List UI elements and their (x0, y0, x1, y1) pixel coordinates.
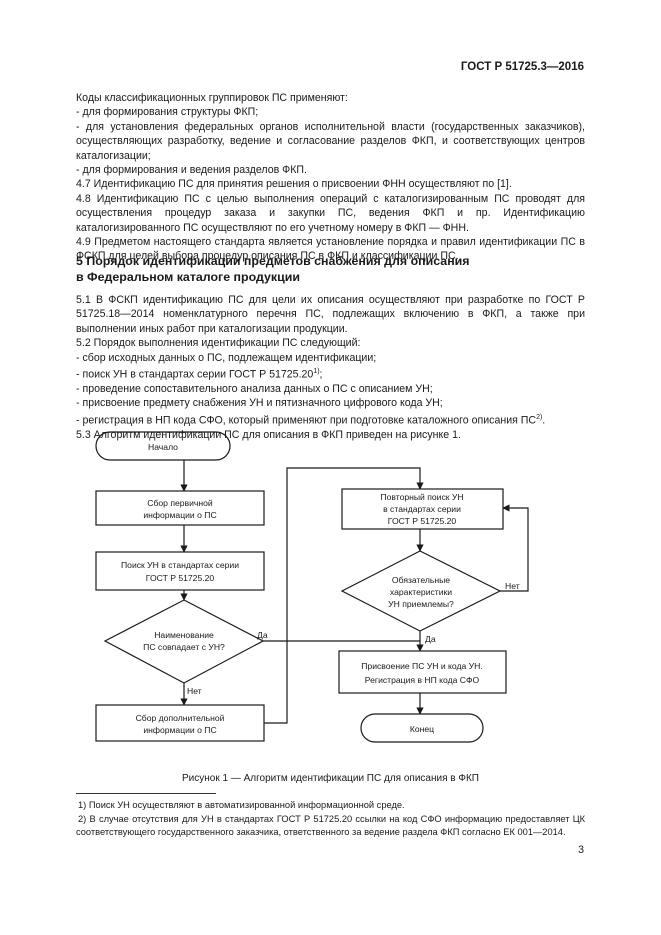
yes-label: Да (257, 630, 268, 640)
no-label: Нет (187, 686, 202, 696)
heading-line: в Федеральном каталоге продукции (76, 270, 300, 284)
list-item: - регистрация в НП кода СФО, который при… (76, 411, 585, 428)
list-item: - для формирования структуры ФКП; (76, 106, 259, 119)
paragraph: 4.9 Предметом настоящего стандарта являе… (76, 236, 585, 263)
start-label: Начало (148, 442, 178, 452)
decision-name-line2: ПС совпадает с УН? (143, 642, 225, 652)
heading-line: 5 Порядок идентификации предметов снабже… (76, 254, 470, 268)
footnote-rule (76, 793, 216, 794)
assign-line1: Присвоение ПС УН и кода УН. (361, 661, 483, 671)
collect-primary-box (95, 490, 265, 526)
footnote-text: Поиск УН осуществляют в автоматизированн… (88, 800, 405, 810)
arrow-no (500, 504, 529, 592)
end-label: Конец (410, 724, 434, 734)
start-terminator (95, 431, 231, 461)
footnote-2: 2) В случае отсутствия для УН в стандарт… (76, 813, 585, 839)
assign-line2: Регистрация в НП кода СФО (365, 675, 480, 685)
collect-additional-line1: Сбор дополнительной (136, 713, 225, 723)
section-text: 5.1 В ФСКП идентификацию ПС для цели их … (76, 293, 585, 442)
list-item: - поиск УН в стандартах серии ГОСТ Р 517… (76, 365, 585, 382)
paragraph: 5.1 В ФСКП идентификацию ПС для цели их … (76, 294, 585, 335)
figure-caption: Рисунок 1 — Алгоритм идентификации ПС дл… (182, 773, 479, 784)
collect-primary-line2: информации о ПС (143, 510, 216, 520)
assign-box (338, 650, 507, 694)
list-item-text: - поиск УН в стандартах серии ГОСТ Р 517… (76, 368, 314, 381)
paragraph: Коды классификационных группировок ПС пр… (76, 92, 348, 104)
arrow-loop (264, 467, 424, 724)
search-un-line2: ГОСТ Р 51725.20 (146, 573, 215, 583)
list-item: - проведение сопоставительного анализа д… (76, 382, 433, 395)
intro-text: Коды классификационных группировок ПС пр… (76, 91, 585, 264)
collect-additional-line2: информации о ПС (143, 725, 216, 735)
list-item-end: ; (319, 368, 323, 381)
footnote-text: В случае отсутствия для УН в стандартах … (76, 814, 585, 837)
decision-mandatory-line2: характеристики (390, 587, 452, 597)
collect-additional-box (95, 704, 265, 742)
yes-label-2: Да (425, 634, 436, 644)
footnote-mark: 2) (78, 814, 87, 824)
footnote-ref: 2) (536, 413, 543, 421)
footnote-1: 1) Поиск УН осуществляют в автоматизиров… (76, 799, 585, 812)
list-item: - для установления федеральных органов и… (76, 120, 585, 162)
page-number: 3 (578, 844, 584, 856)
list-item-end: . (542, 414, 546, 427)
decision-mandatory-line1: Обязательные (392, 575, 450, 585)
repeat-search-line2: в стандартах серии (383, 504, 461, 514)
decision-mandatory-line3: УН приемлемы? (388, 599, 454, 609)
list-item: - для формирования и ведения разделов ФК… (76, 164, 307, 177)
paragraph: 5.2 Порядок выполнения идентификации ПС … (76, 337, 361, 350)
search-un-box (95, 551, 265, 591)
no-label-2: Нет (505, 581, 520, 591)
footnote-ref: 1) (313, 368, 320, 376)
section-heading: 5 Порядок идентификации предметов снабже… (76, 253, 585, 285)
footnote-mark: 1) (78, 800, 87, 810)
decision-name-line1: Наименование (154, 630, 214, 640)
list-item-text: - регистрация в НП кода СФО, который при… (76, 414, 537, 427)
flowchart: Начало Сбор первичной информации о ПС По… (95, 431, 529, 743)
paragraph: 4.7 Идентификацию ПС для принятия решени… (76, 178, 512, 191)
list-item: - сбор исходных данных о ПС, подлежащем … (76, 351, 377, 364)
list-item: - присвоение предмету снабжения УН и пят… (76, 397, 443, 410)
document-id: ГОСТ Р 51725.3—2016 (460, 61, 584, 73)
collect-primary-line1: Сбор первичной (147, 498, 213, 508)
repeat-search-line1: Повторный поиск УН (380, 492, 463, 502)
repeat-search-line3: ГОСТ Р 51725.20 (388, 516, 457, 526)
paragraph: 4.8 Идентификацию ПС с целью выполнения … (76, 192, 585, 234)
search-un-line1: Поиск УН в стандартах серии (121, 560, 239, 570)
